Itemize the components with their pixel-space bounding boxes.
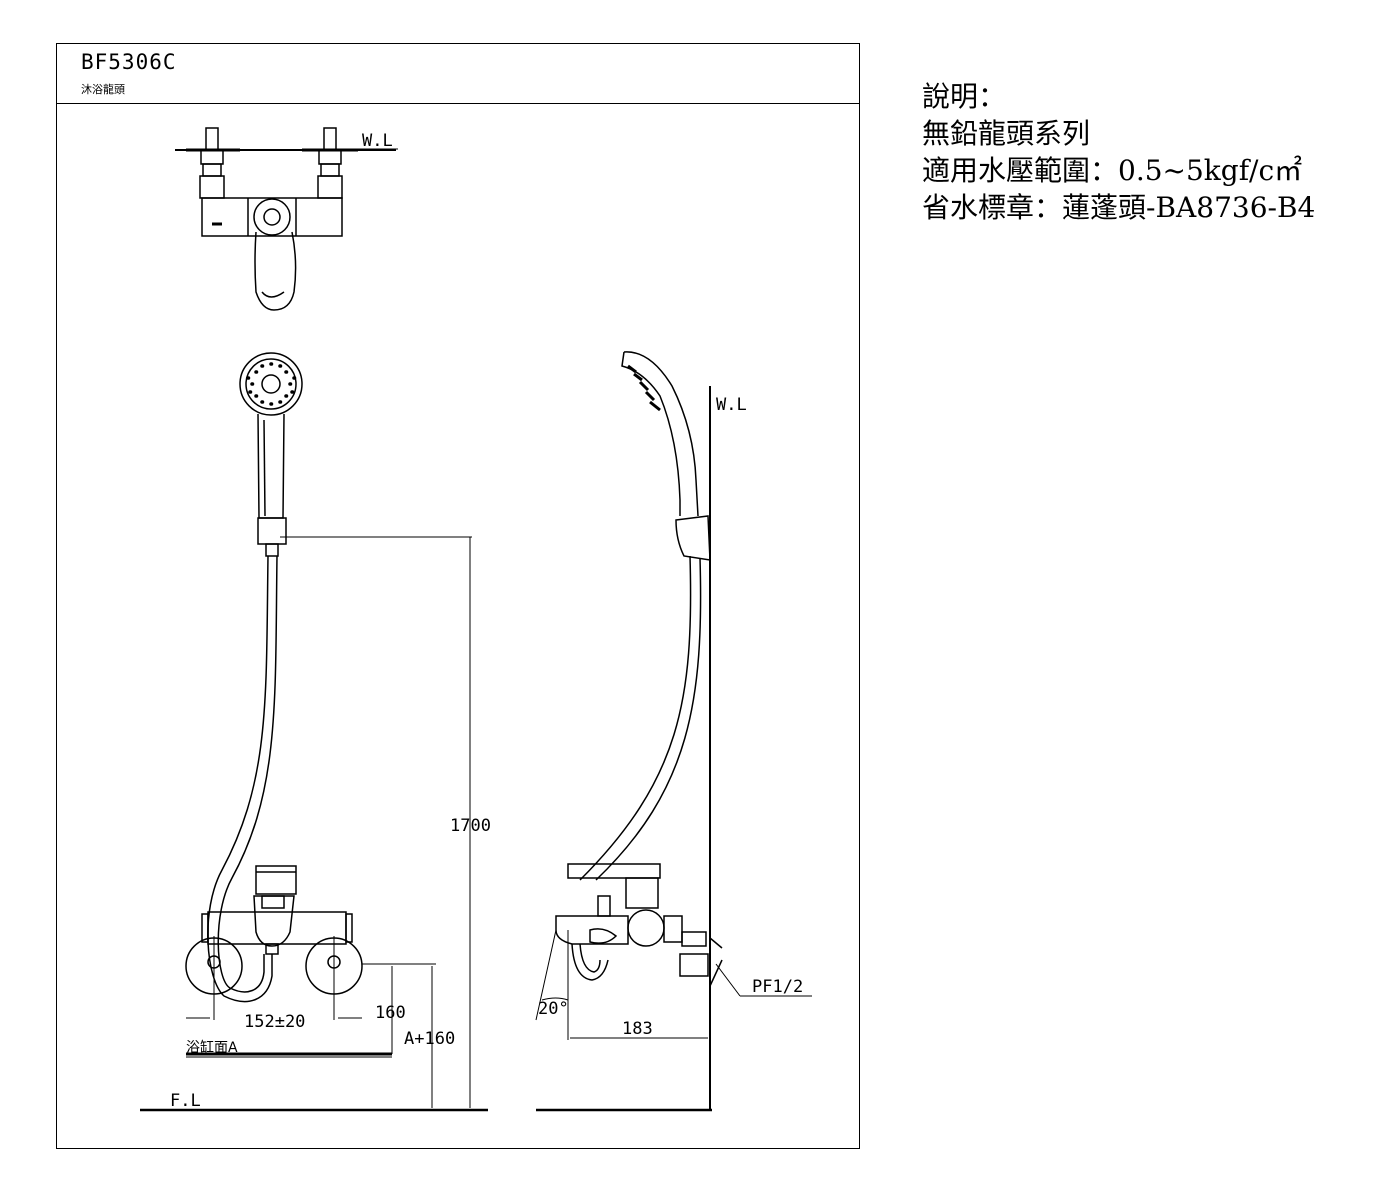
top-view — [175, 127, 396, 311]
pipe-thread-label: PF1/2 — [752, 977, 803, 997]
tub-surface-label: 浴缸面A — [186, 1039, 238, 1056]
notes-panel: 說明： 無鉛龍頭系列 適用水壓範圍：0.5~5kgf/c㎡ 省水標章：蓮蓬頭-B… — [922, 78, 1315, 226]
model-number: BF5306C — [81, 50, 177, 74]
notes-heading: 說明： — [922, 80, 1007, 113]
dimension-183: 183 — [622, 1019, 653, 1039]
notes-line-3: 省水標章：蓮蓬頭-BA8736-B4 — [922, 191, 1316, 224]
product-name: 沐浴龍頭 — [81, 83, 125, 96]
title-block: BF5306C 沐浴龍頭 — [57, 44, 859, 104]
spray-holes — [246, 362, 297, 406]
notes-line-1: 無鉛龍頭系列 — [922, 117, 1091, 150]
dimension-inlet-spacing: 152±20 — [244, 1012, 305, 1032]
dimension-1700: 1700 — [450, 816, 491, 836]
wall-line-side-label: W.L — [716, 395, 747, 415]
notes-line-2: 適用水壓範圍：0.5~5kgf/c㎡ — [922, 154, 1303, 187]
front-view — [140, 352, 488, 1112]
spray-nozzles-side — [627, 364, 661, 412]
drawing-sheet: BF5306C 沐浴龍頭 — [56, 43, 860, 1149]
dimension-a-plus-160: A+160 — [404, 1029, 455, 1049]
angle-label: 20° — [538, 999, 569, 1019]
floor-line-label: F.L — [170, 1091, 201, 1111]
side-view — [535, 351, 812, 1112]
wall-line-top-label: W.L — [362, 131, 393, 151]
dimension-160: 160 — [375, 1003, 406, 1023]
